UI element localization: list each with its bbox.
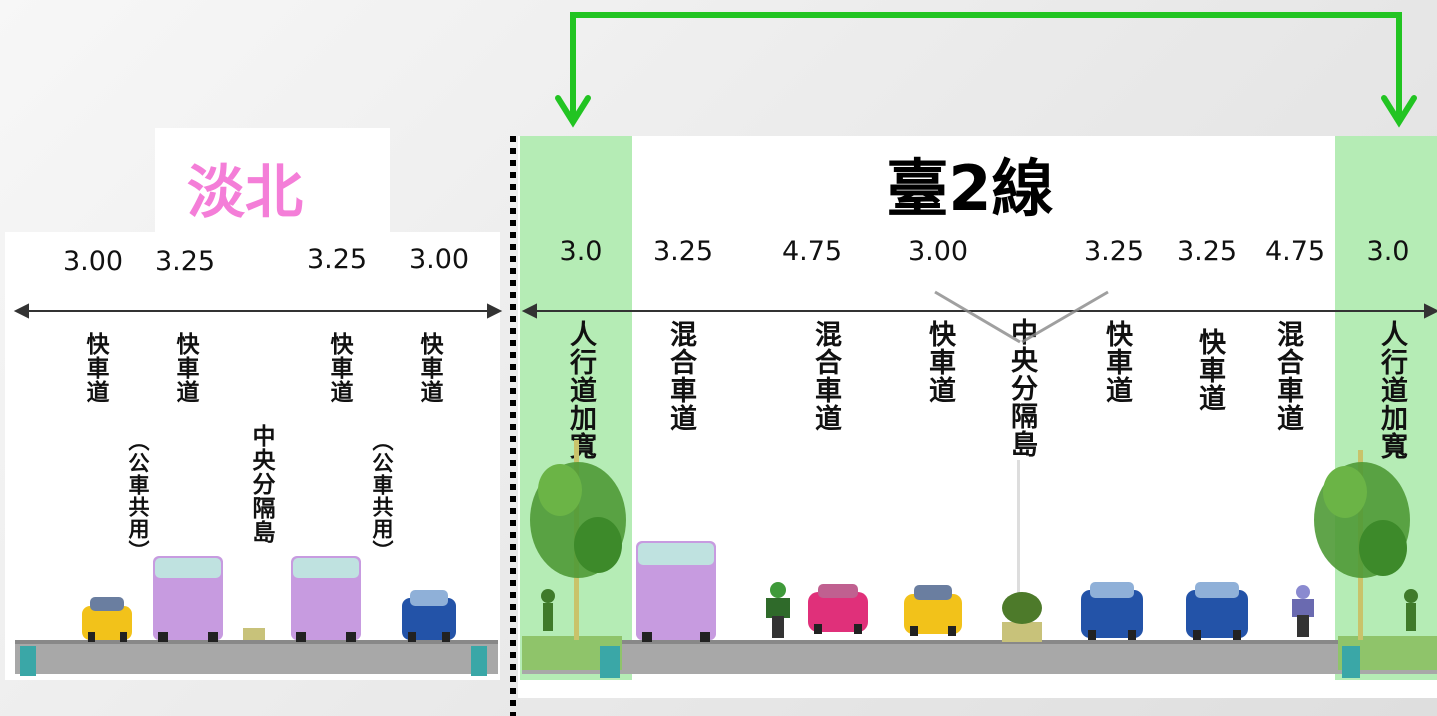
lane-label: 混合車道 [1272, 320, 1303, 432]
lane-label: 快車道 [1194, 328, 1225, 412]
purple-bus-icon [636, 541, 716, 642]
lane-label: 混合車道 [665, 320, 696, 432]
blue-car-icon [1081, 582, 1143, 640]
right-section-title: 臺2線 [886, 152, 1054, 225]
left-section-title: 淡北 [186, 158, 303, 226]
width-label: 4.75 [1264, 236, 1326, 267]
width-label: 3.00 [907, 236, 969, 267]
left-road-surface [15, 640, 498, 676]
lane-label: 快車道 [326, 332, 352, 404]
width-label: 3.25 [652, 236, 714, 267]
left-median-planter [243, 628, 265, 640]
lane-note: （公車共用） [126, 430, 150, 562]
lane-label: 中央分隔島 [1006, 318, 1037, 458]
width-label: 3.25 [306, 244, 368, 275]
median-planter-icon [1002, 460, 1042, 642]
cyclist-icon [541, 589, 555, 631]
lane-label: 快車道 [82, 332, 108, 404]
lane-label: 快車道 [924, 320, 955, 404]
width-label: 4.75 [781, 236, 843, 267]
width-label: 3.0 [1366, 236, 1410, 267]
left-title-panel [155, 128, 390, 233]
width-label: 3.0 [559, 236, 603, 267]
scooter-rider-icon [766, 582, 790, 638]
lane-label: 快車道 [416, 332, 442, 404]
width-label: 3.25 [154, 246, 216, 277]
width-label: 3.25 [1083, 236, 1145, 267]
width-label: 3.00 [62, 246, 124, 277]
lane-label: 混合車道 [810, 320, 841, 432]
street-tree-icon [530, 440, 626, 640]
blue-car-icon [1186, 582, 1248, 640]
street-tree-icon [1314, 450, 1410, 640]
blue-car-icon [402, 590, 456, 642]
yellow-car-icon [904, 585, 962, 636]
cyclist-icon [1404, 589, 1418, 631]
yellow-car-icon [82, 597, 132, 642]
scooter-rider-icon [1292, 585, 1314, 637]
left-dimension-line [13, 303, 503, 319]
lane-label: 快車道 [1101, 320, 1132, 404]
right-dimension-line [521, 303, 1437, 319]
lane-note: （公車共用） [370, 430, 394, 562]
lane-label: 人行道加寬 [565, 320, 596, 460]
sidewalk-widening-band-right [1335, 136, 1437, 680]
sidewalk-bracket-arrow [555, 12, 1417, 128]
right-road-surface [522, 636, 1437, 678]
lane-label: 快車道 [172, 332, 198, 404]
lane-label: 人行道加寬 [1376, 320, 1407, 460]
purple-bus-icon [153, 556, 223, 642]
pink-car-icon [808, 584, 868, 634]
median-callout [934, 290, 1109, 344]
purple-bus-icon [291, 556, 361, 642]
lane-label: 中央分隔島 [248, 424, 274, 544]
width-label: 3.00 [408, 244, 470, 275]
width-label: 3.25 [1176, 236, 1238, 267]
